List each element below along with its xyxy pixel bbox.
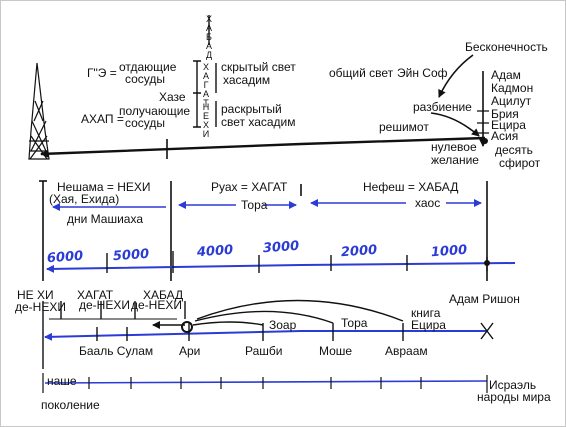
neshama-label: Нешама = НЕХИ [57, 180, 151, 194]
world-asia: Асия [491, 129, 519, 143]
lower-timeline [44, 330, 487, 341]
ahap-label: АХАП = [81, 112, 124, 126]
chaos-label: хаос [415, 196, 441, 210]
de-nehi-1: де-НЕХИ [15, 300, 66, 314]
israel-label: Исраэль [489, 378, 537, 392]
zero-desire-2: желание [431, 153, 479, 167]
infinity-arrow [438, 54, 474, 98]
person-avraam: Авраам [385, 344, 428, 358]
adam-rishon: Адам Ришон [449, 292, 520, 306]
years-ticks [106, 251, 488, 273]
ruah-label: Руах = ХАГАТ [211, 180, 288, 194]
ge-label: Г"Э = [87, 66, 117, 80]
tower-drawing [28, 62, 50, 160]
ten-sefirot-1: десять [495, 143, 533, 157]
zohar-label: Зоар [269, 318, 297, 332]
neshama-sub: (Хая, Ехида) [49, 192, 120, 206]
year-1000: 1000 [430, 242, 468, 261]
tora-middle: Тора [241, 198, 268, 212]
year-6000: 6000 [46, 248, 84, 267]
world-atzilut: Ацилут [491, 94, 532, 108]
de-nehi-2: де-НЕХИ [79, 298, 130, 312]
common-light: общий свет [329, 66, 394, 80]
bottom-timeline [44, 380, 488, 384]
ahap-desc-2: сосуды [125, 116, 166, 130]
world-kadmon: Кадмон [491, 81, 534, 95]
ahap-desc-1: получающие [119, 104, 191, 118]
hidden-light-1: скрытый свет [221, 60, 296, 74]
year-5000: 5000 [112, 246, 150, 265]
open-light-2: свет хасадим [221, 115, 296, 129]
tora-lower: Тора [341, 316, 368, 330]
de-nehi-3: де-НЕХИ [131, 298, 182, 312]
person-baal-sulam: Бааль Сулам [79, 344, 154, 358]
world-yetzira: Ецира [491, 118, 526, 132]
reshimot-label: решимот [379, 120, 429, 134]
person-moshe: Моше [319, 344, 353, 358]
habad-lower: ХАБАД [143, 288, 184, 302]
breaking-label: разбиение [413, 100, 472, 114]
ge-desc-2: сосуды [125, 72, 166, 86]
ge-desc-1: отдающие [119, 60, 177, 74]
top-timeline [40, 136, 486, 158]
year-4000: 4000 [196, 242, 234, 261]
partzuf-bracket [193, 15, 217, 128]
open-light-1: раскрытый [221, 102, 282, 116]
nehi-label: НЕ ХИ [17, 288, 54, 302]
nations-label: народы мира [477, 390, 551, 404]
generation-label: поколение [41, 398, 100, 412]
person-ari: Ари [179, 344, 201, 358]
reshimot-arrow [430, 112, 480, 137]
years-timeline [46, 262, 516, 273]
zero-desire-1: нулевое [431, 140, 477, 154]
person-rashbi: Рашби [245, 344, 283, 358]
year-2000: 2000 [340, 242, 378, 261]
nefesh-label: Нефеш = ХАБАД [363, 180, 459, 194]
hazeh-label: Хазе [159, 90, 186, 104]
ein-sof: Эйн Соф [397, 66, 448, 80]
our-label: наше [47, 374, 77, 388]
days-mashiah: дни Машиаха [67, 212, 144, 226]
hagat-lower: ХАГАТ [77, 288, 114, 302]
world-bria: Брия [491, 107, 519, 121]
infinity-label: Бесконечность [465, 40, 548, 54]
hidden-light-2: хасадим [223, 73, 271, 87]
sefer-1: книга [411, 306, 441, 320]
transmission-arcs [192, 299, 404, 326]
sefer-2: Ецира [411, 318, 446, 332]
ten-sefirot-2: сфирот [499, 156, 541, 170]
world-adam: Адам [491, 68, 521, 82]
year-3000: 3000 [262, 238, 300, 257]
